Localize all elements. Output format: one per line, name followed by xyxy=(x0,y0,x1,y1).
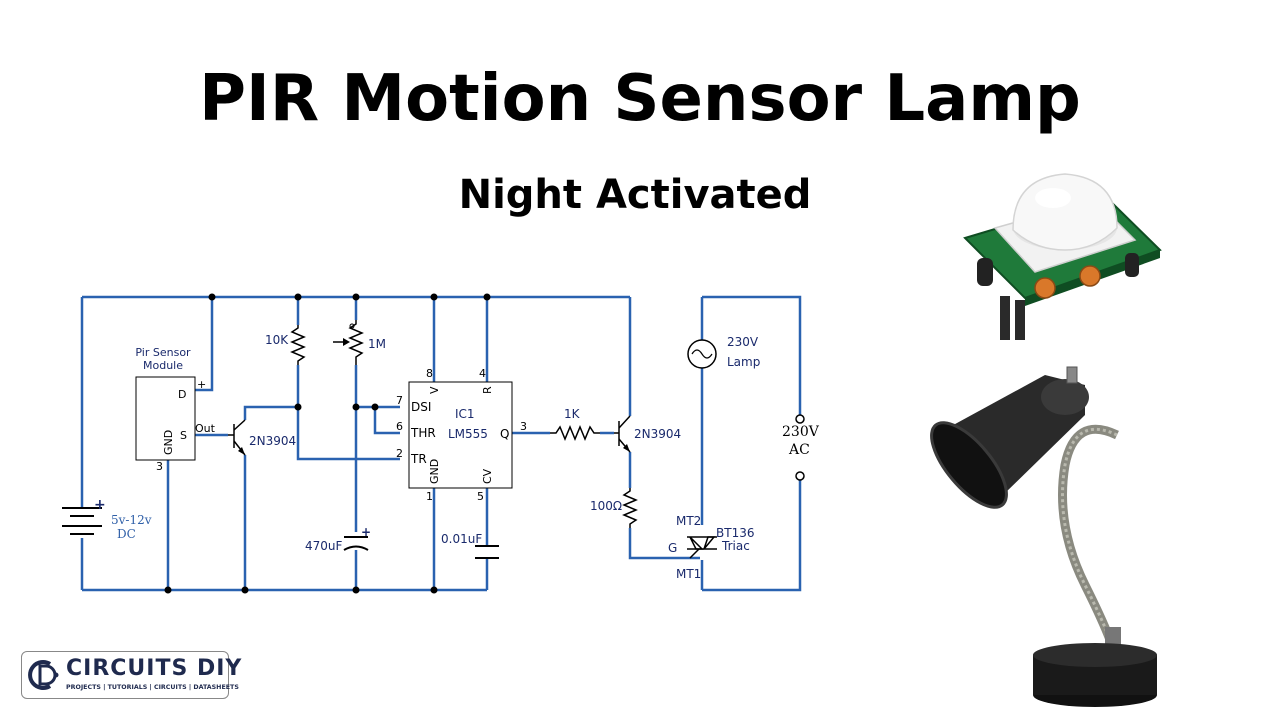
triac-mt1: MT1 xyxy=(676,567,701,581)
battery-voltage: 5v-12v xyxy=(111,513,152,527)
ic-num-4: 4 xyxy=(479,367,486,380)
ic-pin-gnd: GND xyxy=(428,459,441,484)
r1-resistor-symbol xyxy=(290,325,306,365)
q2-label: 2N3904 xyxy=(634,427,681,441)
cap1-plus: + xyxy=(361,525,371,539)
ac-label: AC xyxy=(788,442,810,458)
circuits-diy-logo[interactable]: CIRCUITS DIY PROJECTS | TUTORIALS | CIRC… xyxy=(21,651,241,699)
junction-dots xyxy=(164,293,491,594)
ic-num-6: 6 xyxy=(396,420,403,433)
wires xyxy=(80,295,802,592)
ic-num-1: 1 xyxy=(426,490,433,503)
ic-part: LM555 xyxy=(448,427,488,441)
pot-label: 1M xyxy=(368,337,386,351)
ic-num-2: 2 xyxy=(396,447,403,460)
pir-module-body xyxy=(135,376,196,461)
pir-pin-d: D xyxy=(178,388,186,401)
pir-module-label-2: Module xyxy=(143,359,183,372)
ac-terminal-bottom xyxy=(795,471,805,481)
battery-plus: + xyxy=(94,497,106,513)
ic-pin-q: Q xyxy=(500,427,509,441)
r3-label: 100Ω xyxy=(590,499,622,513)
r2-resistor-symbol xyxy=(550,425,600,441)
battery-symbol xyxy=(62,507,102,535)
triac-part: BT136 xyxy=(716,526,754,540)
circuit-schematic: Pir Sensor Module D + S Out GND 3 + 5v-1… xyxy=(62,293,820,594)
triac-mt2: MT2 xyxy=(676,514,701,528)
cap2-symbol xyxy=(475,545,499,559)
page-subtitle: Night Activated xyxy=(458,172,812,218)
ic-555-body xyxy=(408,381,513,489)
ic-pin-dsi: DSI xyxy=(411,400,431,414)
pir-sensor-illustration xyxy=(963,173,1162,340)
ic-pin-r: R xyxy=(481,386,494,394)
cap1-label: 470uF xyxy=(305,539,343,553)
ic-pin-tr: TR xyxy=(410,452,427,466)
ic-num-8: 8 xyxy=(426,367,433,380)
lamp-label: Lamp xyxy=(727,355,760,369)
battery-type: DC xyxy=(117,527,136,541)
pot-symbol xyxy=(348,320,364,365)
pot-wiper-arrow xyxy=(343,338,350,346)
ic-num-3: 3 xyxy=(520,420,527,433)
ic-name: IC1 xyxy=(455,407,475,421)
lamp-filament xyxy=(691,349,713,359)
cap2-label: 0.01uF xyxy=(441,532,482,546)
logo-tagline: PROJECTS | TUTORIALS | CIRCUITS | DATASH… xyxy=(66,684,239,691)
ic-pin-v: V xyxy=(428,386,441,394)
ic-num-7: 7 xyxy=(396,394,403,407)
triac-type: Triac xyxy=(721,539,750,553)
lamp-voltage: 230V xyxy=(727,335,759,349)
ic-num-5: 5 xyxy=(477,490,484,503)
pot-dot xyxy=(349,323,355,329)
pir-pin-gnd: GND xyxy=(162,430,175,455)
pir-pin-out: Out xyxy=(195,422,216,435)
ac-voltage: 230V xyxy=(782,424,820,440)
ac-terminal-top xyxy=(795,414,805,424)
r1-label: 10K xyxy=(265,333,289,347)
logo-name: CIRCUITS DIY xyxy=(66,656,243,681)
triac-g: G xyxy=(668,541,677,555)
q1-label: 2N3904 xyxy=(249,434,296,448)
cap1-symbol xyxy=(343,536,369,551)
pir-pin-plus: + xyxy=(197,378,206,391)
r3-resistor-symbol xyxy=(622,488,638,528)
q1-emitter-arrow xyxy=(238,447,245,455)
ic-pin-thr: THR xyxy=(410,426,436,440)
logo-cd-icon xyxy=(28,660,59,690)
triac-symbol xyxy=(687,536,717,559)
r2-label: 1K xyxy=(564,407,581,421)
pir-module-label-1: Pir Sensor xyxy=(135,346,191,359)
pir-pin-s: S xyxy=(180,429,187,442)
q2-emitter-arrow xyxy=(623,444,630,452)
ic-pin-cv: CV xyxy=(481,468,494,484)
pir-pin-3: 3 xyxy=(156,460,163,473)
page-title: PIR Motion Sensor Lamp xyxy=(199,62,1081,136)
desk-lamp-illustration xyxy=(930,366,1157,707)
